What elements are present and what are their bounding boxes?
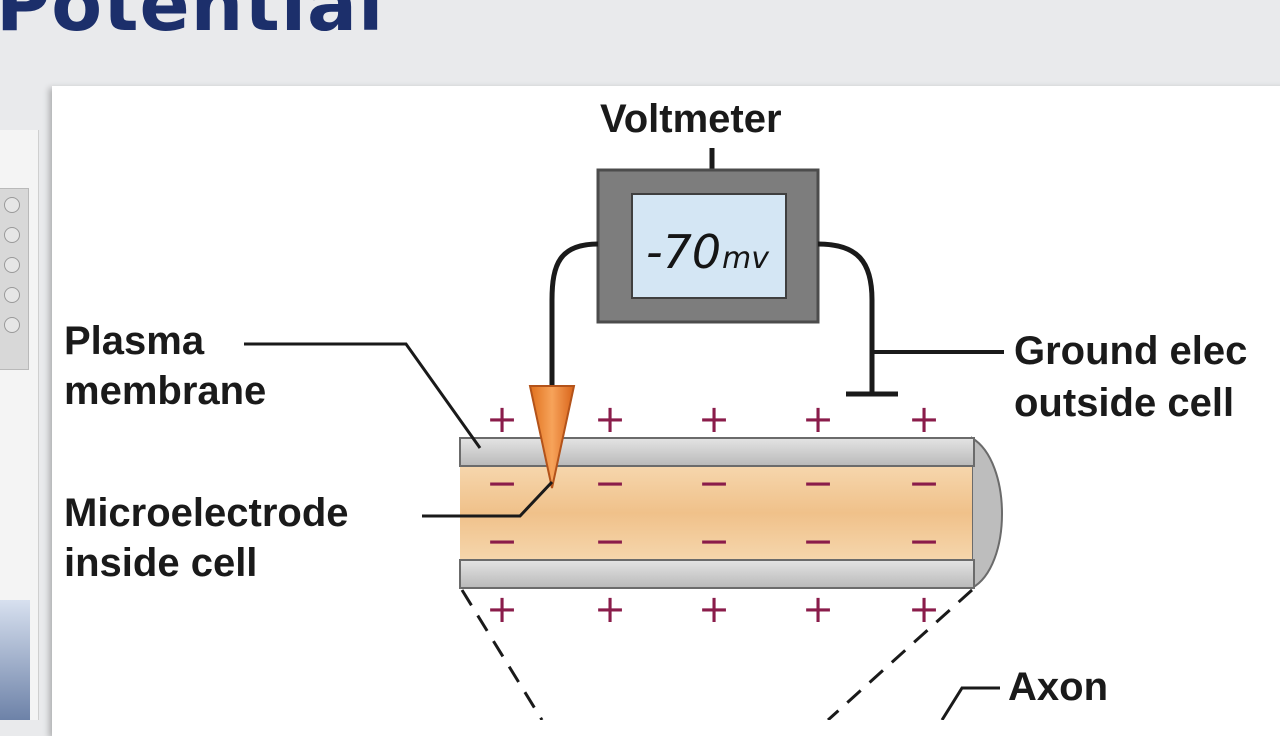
plasma-membrane-label-line1: Plasma — [64, 319, 205, 363]
inside-negative-charge: − — [486, 519, 518, 563]
inside-negative-charge: − — [594, 519, 626, 563]
resting-potential-diagram: -70 mv + + + + + − − − − − − − − − − + +… — [244, 148, 1004, 720]
outside-positive-charge: + — [908, 587, 940, 631]
axon-end-cap — [971, 436, 1003, 590]
microelectrode-label-line1: Microelectrode — [64, 491, 349, 535]
axon-label: Axon — [1008, 665, 1108, 709]
plasma-membrane-bottom — [459, 559, 975, 589]
outside-positive-charge: + — [486, 587, 518, 631]
voltmeter-label: Voltmeter — [600, 97, 782, 141]
slide-thumbnail[interactable] — [0, 600, 30, 720]
outside-positive-charge: + — [594, 587, 626, 631]
inside-negative-charge: − — [908, 519, 940, 563]
inside-negative-charge: − — [486, 461, 518, 505]
microelectrode-leader — [422, 480, 554, 518]
ground-electrode-label-line2: outside cell — [1014, 381, 1235, 425]
inside-negative-charge: − — [594, 461, 626, 505]
plasma-membrane-label-line2: membrane — [64, 369, 267, 413]
inside-negative-charge: − — [698, 519, 730, 563]
axon-cytoplasm — [460, 464, 972, 562]
tool-circle-icon[interactable] — [4, 227, 20, 243]
tool-circle-icon[interactable] — [4, 317, 20, 333]
microelectrode-label-line2: inside cell — [64, 541, 258, 585]
tool-circle-icon[interactable] — [4, 197, 20, 213]
zoom-dashed-line-left — [460, 589, 544, 720]
axon-leader — [940, 686, 1000, 720]
tool-circle-icon[interactable] — [4, 287, 20, 303]
outside-positive-charge: + — [802, 397, 834, 441]
outside-positive-charge: + — [802, 587, 834, 631]
voltmeter-reading: -70 — [646, 225, 721, 279]
outside-positive-charge: + — [698, 397, 730, 441]
outside-positive-charge: + — [594, 397, 626, 441]
voltmeter-screen — [631, 193, 787, 299]
outside-positive-charge: + — [486, 397, 518, 441]
voltmeter-unit: mv — [722, 241, 770, 276]
inside-negative-charge: − — [698, 461, 730, 505]
slide-title: Potential — [0, 0, 385, 48]
inside-negative-charge: − — [802, 519, 834, 563]
inside-negative-charge: − — [908, 461, 940, 505]
electrode-wire — [549, 241, 599, 392]
outside-positive-charge: + — [698, 587, 730, 631]
left-toolbar[interactable] — [0, 188, 29, 370]
inside-negative-charge: − — [802, 461, 834, 505]
ground-wire — [817, 241, 875, 392]
microelectrode — [528, 385, 576, 489]
ground-electrode-label-line1: Ground elec — [1014, 329, 1248, 373]
zoom-dashed-line-right — [826, 588, 974, 720]
tool-circle-icon[interactable] — [4, 257, 20, 273]
plasma-membrane-leader — [244, 342, 482, 449]
outside-positive-charge: + — [908, 397, 940, 441]
